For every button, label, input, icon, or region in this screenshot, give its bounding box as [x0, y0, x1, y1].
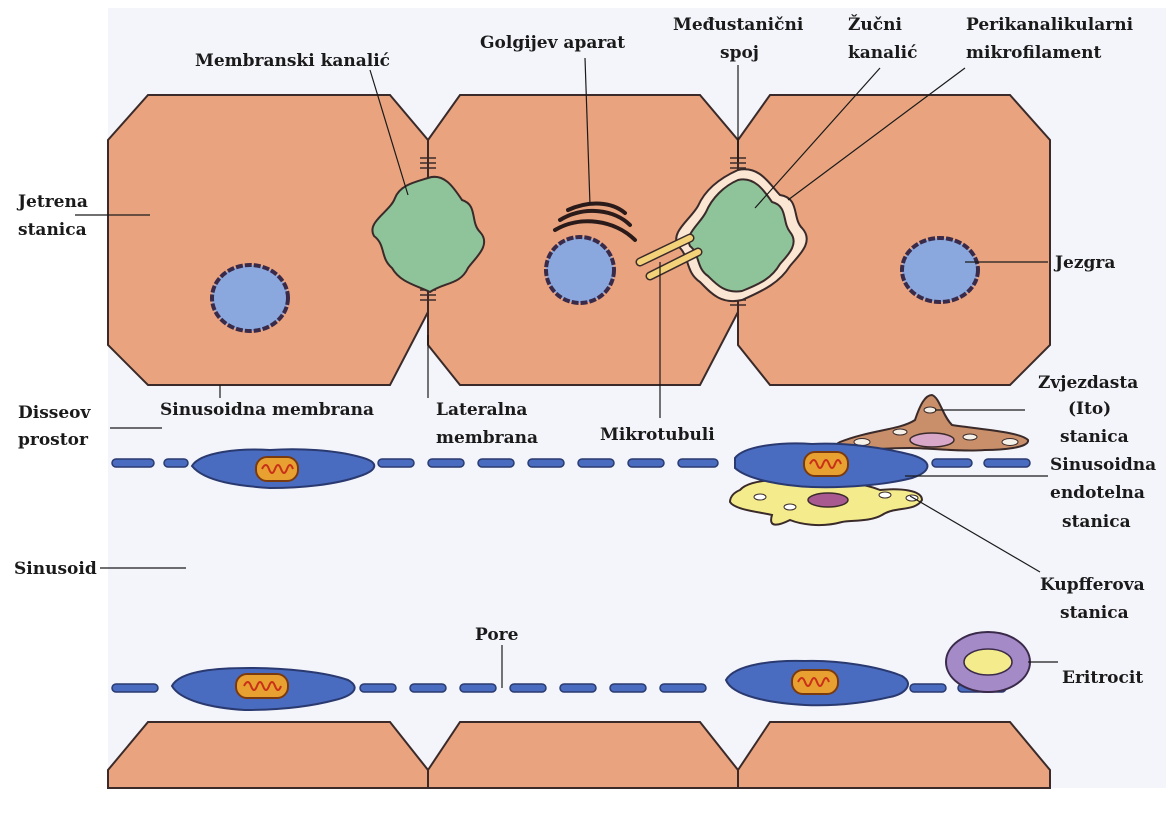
- label-lateralna-membrana-line1: Lateralna: [436, 400, 527, 420]
- label-sinusoidna-endotelna-line3: stanica: [1062, 512, 1131, 532]
- label-perikanalikularni-line2: mikrofilament: [966, 43, 1102, 63]
- label-mikrotubuli: Mikrotubuli: [600, 425, 715, 445]
- label-medustanicni-spoj-line1: Međustanični: [673, 15, 804, 35]
- label-jetrena-stanica-line1: Jetrena: [16, 192, 88, 212]
- label-disseov-prostor-line1: Disseov: [18, 403, 91, 423]
- label-eritrocit: Eritrocit: [1062, 668, 1143, 688]
- hepatocyte-bottom-middle: [428, 722, 738, 788]
- label-pore: Pore: [475, 625, 519, 645]
- label-zvjezdasta-line2: (Ito): [1068, 399, 1111, 419]
- nucleus-left: [212, 265, 288, 331]
- hepatocyte-bottom-right: [738, 722, 1050, 788]
- label-membranski-kanalic: Membranski kanalić: [195, 51, 390, 71]
- label-zvjezdasta-line1: Zvjezdasta: [1038, 373, 1138, 393]
- label-sinusoidna-membrana: Sinusoidna membrana: [160, 400, 374, 420]
- label-sinusoidna-endotelna-line2: endotelna: [1050, 483, 1145, 503]
- label-kupfferova-line1: Kupfferova: [1040, 575, 1145, 595]
- label-sinusoidna-endotelna-line1: Sinusoidna: [1050, 455, 1156, 475]
- hepatocyte-bottom-left: [108, 722, 428, 788]
- label-zvjezdasta-line3: stanica: [1060, 427, 1129, 447]
- label-jezgra: Jezgra: [1053, 253, 1115, 273]
- label-kupfferova-line2: stanica: [1060, 603, 1129, 623]
- label-sinusoid: Sinusoid: [14, 559, 97, 579]
- label-medustanicni-spoj-line2: spoj: [720, 43, 759, 63]
- nucleus-middle: [546, 237, 614, 303]
- label-zucni-kanalic-line2: kanalić: [848, 43, 917, 63]
- label-disseov-prostor-line2: prostor: [18, 430, 89, 450]
- label-perikanalikularni-line1: Perikanalikularni: [966, 15, 1134, 35]
- label-zucni-kanalic-line1: Žučni: [848, 14, 902, 35]
- label-golgijev-aparat: Golgijev aparat: [480, 33, 625, 53]
- label-lateralna-membrana-line2: membrana: [436, 428, 538, 448]
- label-jetrena-stanica-line2: stanica: [18, 220, 87, 240]
- nucleus-right: [902, 238, 978, 302]
- erythrocyte: [946, 632, 1030, 692]
